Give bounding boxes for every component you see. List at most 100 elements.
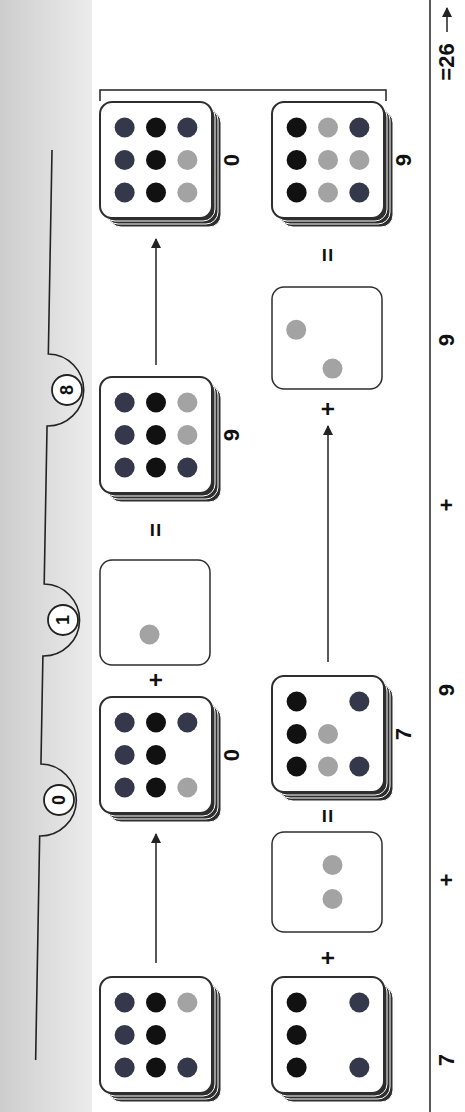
die-pip bbox=[115, 118, 135, 138]
die-pip bbox=[115, 457, 135, 477]
die-pip bbox=[115, 425, 135, 445]
die-pip bbox=[349, 993, 369, 1013]
operator-sign: = bbox=[316, 809, 340, 823]
die-pip bbox=[146, 425, 166, 445]
die-pip bbox=[115, 182, 135, 202]
circle-shape bbox=[48, 605, 78, 635]
sum-term: 9 bbox=[436, 334, 458, 346]
die-pip bbox=[177, 425, 197, 445]
die-pip bbox=[146, 457, 166, 477]
die-pip bbox=[146, 150, 166, 170]
die-value: 0 bbox=[221, 749, 243, 761]
die-pip bbox=[177, 393, 197, 413]
move-arrow bbox=[155, 239, 157, 365]
counter-card bbox=[100, 560, 210, 665]
circle-shape bbox=[52, 375, 82, 405]
die-pip bbox=[349, 1057, 369, 1077]
die-pip bbox=[115, 1057, 135, 1077]
die-pip bbox=[115, 393, 135, 413]
die-pip bbox=[287, 118, 307, 138]
die-pip bbox=[115, 993, 135, 1013]
die-stack bbox=[100, 697, 221, 822]
digit-circle: 0 bbox=[43, 784, 75, 816]
sum-term: 9 bbox=[436, 684, 458, 696]
operator-sign: = bbox=[144, 523, 168, 537]
sum-term: =26 bbox=[436, 43, 458, 80]
die-node: 0 bbox=[100, 102, 212, 218]
die-node: 9 bbox=[100, 377, 212, 493]
die-pip bbox=[349, 150, 369, 170]
die-pip bbox=[323, 889, 343, 909]
die-face bbox=[100, 102, 212, 218]
die-pip bbox=[177, 182, 197, 202]
die-stack bbox=[272, 676, 393, 801]
die-value: 7 bbox=[393, 728, 415, 740]
die-pip bbox=[287, 1057, 307, 1077]
move-arrow bbox=[327, 426, 329, 662]
die-pip bbox=[146, 713, 166, 733]
die-pip bbox=[146, 993, 166, 1013]
sum-term: 7 bbox=[436, 1054, 458, 1066]
die-stack bbox=[100, 377, 221, 502]
die-pip bbox=[140, 625, 160, 645]
die-pip bbox=[177, 150, 197, 170]
counter-card bbox=[272, 287, 382, 389]
die-pip bbox=[323, 359, 343, 379]
die-pip bbox=[287, 1025, 307, 1045]
die-value: 0 bbox=[221, 154, 243, 166]
die-pip bbox=[115, 745, 135, 765]
die-face bbox=[272, 977, 384, 1093]
die-value: 9 bbox=[393, 154, 415, 166]
digit-label: 1 bbox=[54, 615, 72, 625]
die-pip bbox=[146, 393, 166, 413]
die-pip bbox=[349, 118, 369, 138]
die-value: 9 bbox=[221, 429, 243, 441]
die-pip bbox=[177, 457, 197, 477]
die-pip bbox=[287, 150, 307, 170]
operator-sign: + bbox=[316, 951, 340, 965]
die-pip bbox=[146, 777, 166, 797]
die-face bbox=[272, 676, 384, 792]
shaded-band bbox=[0, 0, 92, 1112]
die-pip bbox=[349, 692, 369, 712]
die-pip bbox=[177, 713, 197, 733]
continue-arrow bbox=[446, 8, 448, 32]
number-line bbox=[429, 0, 431, 1112]
die-node: 0 bbox=[100, 697, 212, 813]
die-stack bbox=[272, 102, 393, 227]
die-pip bbox=[318, 756, 338, 776]
digit-circle: 1 bbox=[47, 604, 79, 636]
die-pip bbox=[115, 1025, 135, 1045]
die-pip bbox=[287, 724, 307, 744]
die-stack bbox=[272, 977, 393, 1102]
die-pip bbox=[287, 993, 307, 1013]
die-stack bbox=[100, 977, 221, 1102]
die-pip bbox=[177, 993, 197, 1013]
die-pip bbox=[177, 1057, 197, 1077]
die-face bbox=[272, 832, 382, 932]
die-pip bbox=[146, 118, 166, 138]
die-face bbox=[272, 102, 384, 218]
circle-shape bbox=[44, 785, 74, 815]
abacus-rod bbox=[36, 150, 84, 1060]
die-pip bbox=[349, 182, 369, 202]
die-stack bbox=[100, 102, 221, 227]
die-face bbox=[100, 697, 212, 813]
die-pip bbox=[349, 756, 369, 776]
die-face bbox=[100, 377, 212, 493]
digit-label: 0 bbox=[50, 795, 68, 805]
sum-term: + bbox=[436, 874, 458, 887]
die-pip bbox=[287, 756, 307, 776]
die-pip bbox=[177, 777, 197, 797]
die-node: 9 bbox=[272, 102, 384, 218]
die-pip bbox=[146, 1025, 166, 1045]
die-face bbox=[100, 560, 210, 665]
operator-sign: + bbox=[144, 673, 168, 687]
die-pip bbox=[115, 150, 135, 170]
die-pip bbox=[146, 1057, 166, 1077]
die-pip bbox=[318, 724, 338, 744]
digit-circle: 8 bbox=[51, 374, 83, 406]
operator-sign: + bbox=[316, 402, 340, 416]
